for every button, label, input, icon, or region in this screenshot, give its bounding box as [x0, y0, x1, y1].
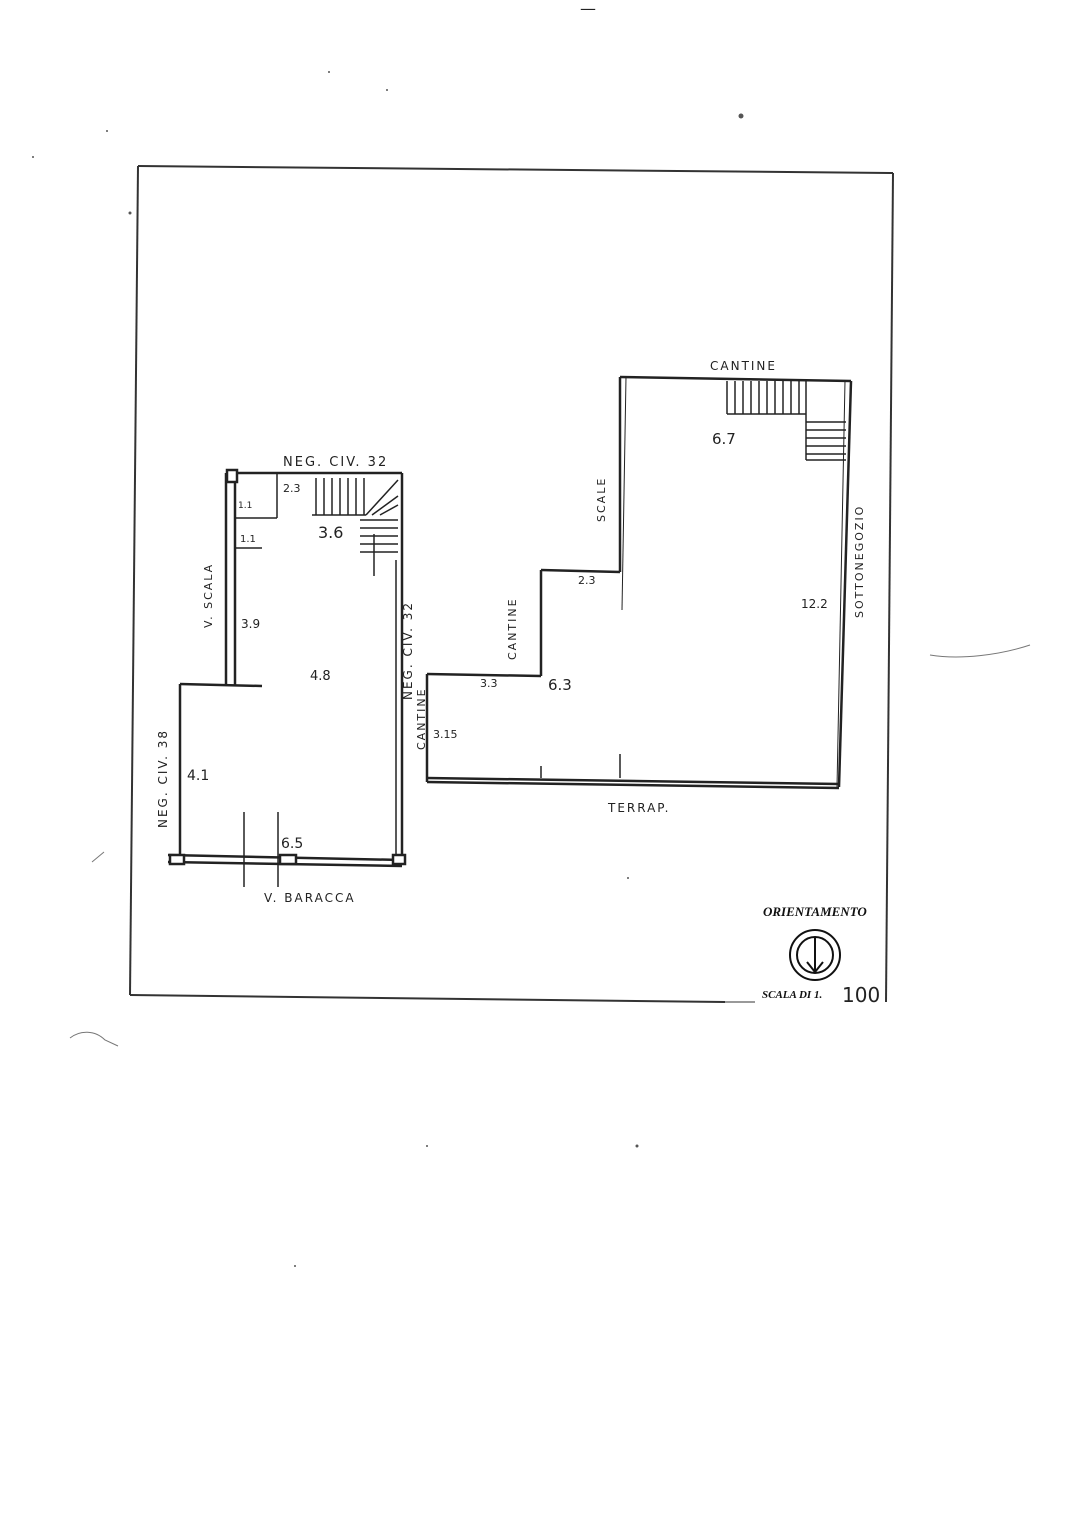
dim-mid-step: 3.3 [480, 677, 498, 690]
right-top-label: CANTINE [710, 359, 777, 373]
scan-strokes [69, 644, 1031, 1047]
dim-left-small: 3.15 [433, 728, 458, 741]
right-scale-label: SCALE [595, 477, 608, 522]
left-left-label: NEG. CIV. 38 [156, 729, 170, 828]
left-bottom-label: V. BARACCA [264, 891, 356, 905]
right-right-label: SOTTONEGOZIO [853, 505, 866, 618]
dim-left-depth: 4.1 [187, 768, 209, 784]
left-stair-label: V. SCALA [202, 563, 215, 628]
right-floor-plan [425, 375, 853, 790]
right-bottom-label: TERRAP. [607, 801, 671, 815]
dim-step-width: 2.3 [578, 574, 596, 587]
dim-stair-width: 3.6 [318, 523, 343, 542]
scale-value: 100 [842, 983, 880, 1007]
dim-tiny: 1.1 [238, 501, 252, 511]
left-stair [312, 478, 399, 576]
dim-front-width: 6.5 [281, 836, 303, 852]
left-top-label: NEG. CIV. 32 [283, 455, 388, 470]
scale-prefix: SCALA DI 1. [762, 989, 822, 1001]
dim-tiny2: 1.1 [240, 534, 256, 545]
dim-stair-len: 3.9 [241, 617, 260, 631]
left-right-label: NEG. CIV. 32 [401, 601, 415, 700]
orientation-title: ORIENTAMENTO [763, 904, 867, 919]
north-arrow-icon [789, 929, 841, 981]
dim-top-small: 2.3 [283, 482, 301, 495]
scan-specks [32, 71, 744, 1267]
dim-depth: 4.8 [310, 669, 331, 684]
drawing-frame [129, 165, 894, 1003]
right-left-label: CANTINE [415, 687, 428, 750]
dim-right-depth: 12.2 [801, 597, 828, 611]
right-stair [726, 381, 846, 461]
top-mark: — [580, 0, 596, 18]
dim-top-width: 6.7 [712, 430, 736, 448]
left-floor-plan [167, 468, 407, 887]
right-mid-label: CANTINE [506, 597, 519, 660]
dim-mid-depth: 6.3 [548, 676, 572, 694]
